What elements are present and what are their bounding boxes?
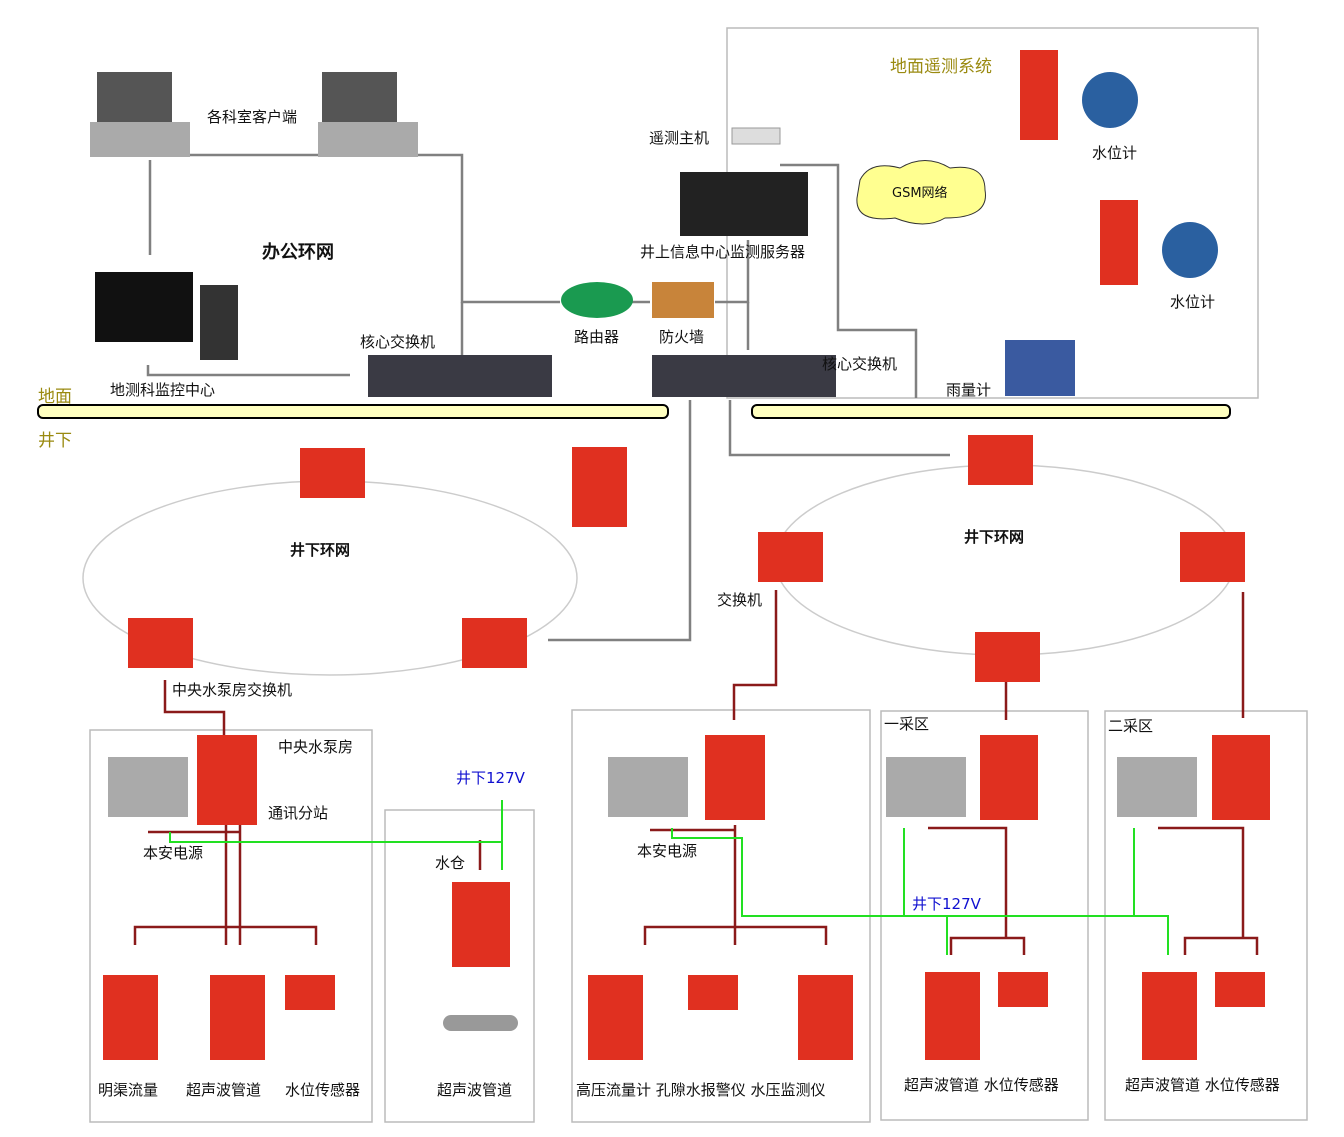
sensor-label: 明渠流量	[98, 1081, 159, 1099]
water-gauge-1-label: 水位计	[1092, 144, 1138, 162]
server-label: 井上信息中心监测服务器	[640, 243, 806, 261]
laptop-icons	[90, 72, 418, 157]
router-icon	[561, 282, 633, 318]
sensor-label: 超声波管道	[186, 1081, 262, 1099]
rain-gauge-label: 雨量计	[946, 381, 992, 399]
middle-power-label: 本安电源	[637, 842, 698, 860]
firewall-icon	[652, 282, 714, 318]
sensor-icons	[103, 882, 1265, 1060]
sump-region	[384, 809, 535, 1123]
sensor-label: 水位传感器	[285, 1081, 361, 1099]
zone1-sensors-label: 超声波管道 水位传感器	[904, 1076, 1059, 1094]
firewall-label: 防火墙	[659, 328, 705, 346]
core-switch-left-label: 核心交换机	[360, 333, 436, 351]
underground-label: 井下	[38, 431, 72, 451]
rain-gauge-icon	[1005, 340, 1075, 396]
surface-network-lines	[146, 153, 950, 642]
substation-icons	[197, 735, 1270, 825]
monitor-center-label: 地测科监控中心	[110, 381, 216, 399]
voltage-label-2: 井下127V	[912, 895, 981, 913]
water-gauge-icons	[1082, 72, 1218, 278]
power-supply-icons	[108, 757, 1197, 817]
middle-sensors-label: 高压流量计 孔隙水报警仪 水压监测仪	[576, 1081, 826, 1099]
ground-label: 地面	[38, 387, 72, 407]
gsm-label: GSM网络	[892, 186, 948, 201]
ring-left-label: 井下环网	[290, 541, 351, 559]
pump-switch-label: 中央水泵房交换机	[172, 681, 293, 699]
ring-network-right	[774, 464, 1236, 656]
comm-lines	[133, 590, 1259, 955]
telemetry-unit-icons	[1020, 50, 1138, 285]
telemetry-system-title: 地面遥测系统	[890, 57, 992, 77]
telemetry-host-label: 遥测主机	[649, 129, 710, 147]
sump-sensor-label: 超声波管道	[437, 1081, 513, 1099]
ground-bar-left	[37, 404, 669, 419]
gsm-cloud-icon	[856, 160, 986, 225]
substation-label: 通讯分站	[268, 804, 329, 822]
core-switch-right-label: 核心交换机	[822, 355, 898, 373]
pump-room-region	[89, 729, 373, 1123]
ground-bar-right	[751, 404, 1231, 419]
devices	[90, 50, 1270, 1060]
pump-power-label: 本安电源	[143, 844, 204, 862]
zone1-title: 一采区	[884, 715, 930, 733]
water-gauge-2-label: 水位计	[1170, 293, 1216, 311]
switch-label: 交换机	[717, 591, 763, 609]
ring-right-label: 井下环网	[964, 528, 1025, 546]
underground-switch-icons	[128, 435, 1245, 682]
sump-title: 水仓	[435, 854, 466, 872]
server-icon	[680, 172, 808, 236]
pump-room-title: 中央水泵房	[278, 738, 354, 756]
zone2-title: 二采区	[1108, 717, 1154, 735]
pipe-flow-sensor-icon	[443, 1015, 518, 1031]
telemetry-host-icon	[731, 127, 781, 145]
voltage-label-1: 井下127V	[456, 769, 525, 787]
office-ring-label: 办公环网	[262, 242, 334, 263]
zone2-sensors-label: 超声波管道 水位传感器	[1125, 1076, 1280, 1094]
desktop-monitor-icon	[95, 272, 238, 360]
clients-label: 各科室客户端	[207, 108, 298, 126]
router-label: 路由器	[574, 328, 620, 346]
power-lines	[169, 800, 1169, 955]
core-switch-icons	[368, 355, 836, 397]
